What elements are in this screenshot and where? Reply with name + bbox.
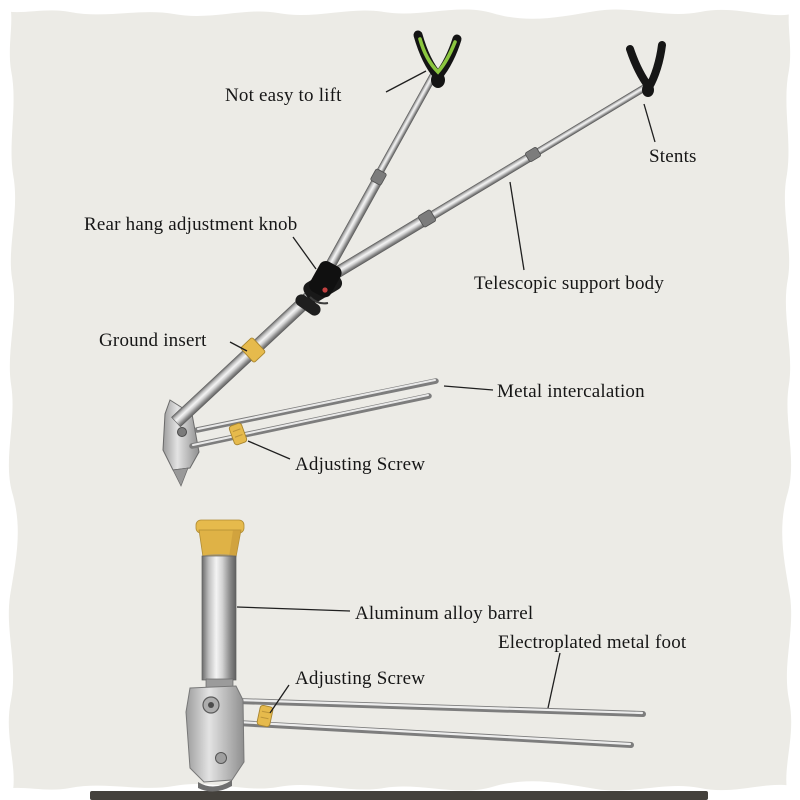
leader-ground-insert <box>229 341 248 352</box>
label-stents: Stents <box>649 146 697 167</box>
telescopic-support-body-pole <box>314 83 648 290</box>
leader-not-easy-to-lift <box>385 70 427 93</box>
rod-rest-stents <box>626 41 666 97</box>
label-rear-hang-adjustment-knob: Rear hang adjustment knob <box>84 214 298 235</box>
leader-aluminum-barrel <box>236 606 351 612</box>
adjusting-screw-top-part <box>228 422 248 446</box>
rear-hang-adjustment-knob-part <box>295 260 343 316</box>
rod-rest-green <box>413 30 462 88</box>
adjusting-screw-bottom-part <box>256 704 274 728</box>
torn-paper-edge-left <box>0 0 18 800</box>
ground-insert-yellow-collar <box>240 337 266 363</box>
leader-telescopic-body <box>509 181 525 271</box>
electroplated-foot-prongs <box>234 698 646 748</box>
torn-paper-edge-top <box>0 0 800 19</box>
label-adjusting-screw-top: Adjusting Screw <box>295 454 426 475</box>
torn-paper-edge-right <box>782 0 800 800</box>
hinge-base-plate <box>185 685 245 792</box>
label-adjusting-screw-bottom: Adjusting Screw <box>295 668 426 689</box>
leader-adjusting-screw-bottom <box>269 684 290 714</box>
leader-electroplated-foot <box>547 652 561 709</box>
label-not-easy-to-lift: Not easy to lift <box>225 85 342 106</box>
label-aluminum-alloy-barrel: Aluminum alloy barrel <box>355 603 534 624</box>
aluminum-alloy-barrel-part <box>195 519 245 692</box>
bottom-dark-bar <box>90 791 708 800</box>
label-electroplated-metal-foot: Electroplated metal foot <box>498 632 687 653</box>
leader-adjusting-screw-top <box>247 440 291 460</box>
label-ground-insert: Ground insert <box>99 330 207 351</box>
fork-prongs-top <box>189 378 439 449</box>
knob-red-dot <box>322 287 328 293</box>
leader-rear-hang-knob <box>292 236 317 270</box>
leader-metal-intercalation <box>443 385 494 391</box>
front-arm-pole <box>315 70 439 287</box>
label-metal-intercalation: Metal intercalation <box>497 381 645 402</box>
leader-stents <box>643 103 656 143</box>
leader-lines <box>229 70 656 714</box>
label-telescopic-support-body: Telescopic support body <box>474 273 665 294</box>
